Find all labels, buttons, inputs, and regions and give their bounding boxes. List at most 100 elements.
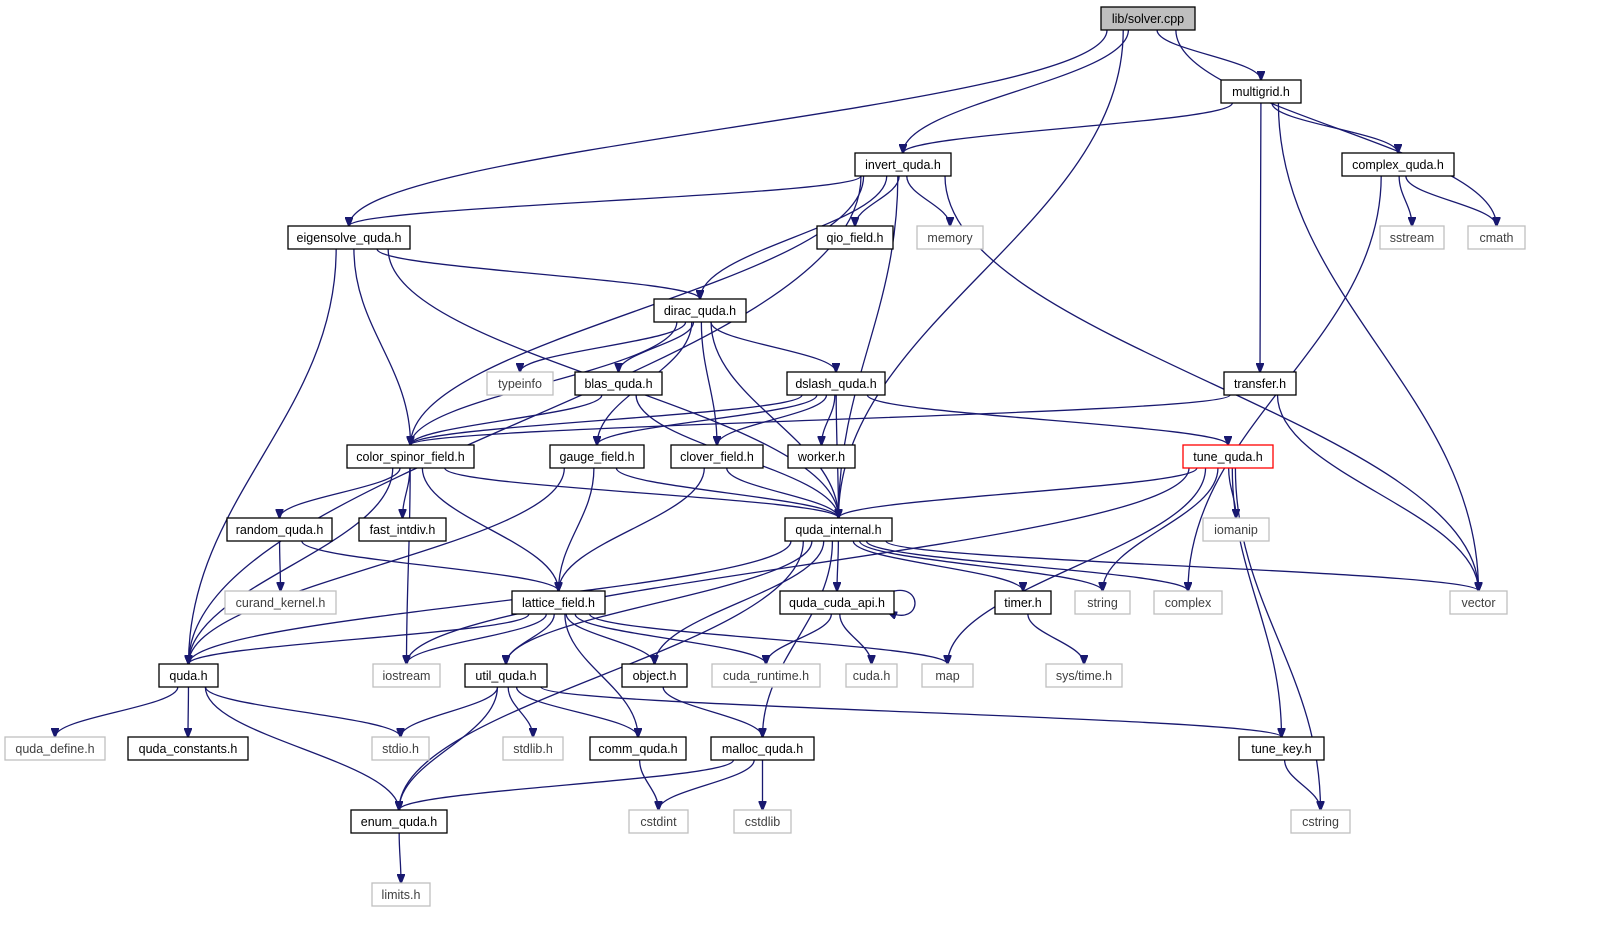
- edge-solver-to-multigrid: [1156, 29, 1261, 80]
- edge-util_quda-to-enum_quda: [399, 686, 499, 810]
- node-dslash-quda[interactable]: dslash_quda.h: [786, 371, 886, 396]
- edge-lattice_field-to-comm_quda: [564, 613, 638, 737]
- node-label: stdlib.h: [513, 742, 553, 756]
- node-box: [1100, 6, 1196, 31]
- edge-dirac_quda-to-clover_field: [700, 321, 717, 445]
- node-cmath: cmath: [1467, 225, 1526, 250]
- node-box: [1467, 225, 1526, 250]
- node-label: lib/solver.cpp: [1112, 12, 1184, 26]
- node-label: util_quda.h: [475, 669, 536, 683]
- node-label: timer.h: [1004, 596, 1042, 610]
- node-label: cuda.h: [853, 669, 891, 683]
- edge-eigensolve-to-dirac_quda: [376, 248, 700, 299]
- node-transfer[interactable]: transfer.h: [1223, 371, 1297, 396]
- node-fast-intdiv[interactable]: fast_intdiv.h: [358, 517, 447, 542]
- node-clover-field[interactable]: clover_field.h: [670, 444, 764, 469]
- node-label: object.h: [633, 669, 677, 683]
- node-eigensolve[interactable]: eigensolve_quda.h: [287, 225, 411, 250]
- edge-multigrid-to-invert_quda: [903, 102, 1234, 153]
- node-label: cmath: [1479, 231, 1513, 245]
- edge-random_quda-to-curand_kernel: [280, 540, 281, 591]
- edge-color_spinor-to-quda_internal: [444, 467, 839, 518]
- node-worker[interactable]: worker.h: [787, 444, 856, 469]
- node-multigrid[interactable]: multigrid.h: [1220, 79, 1302, 104]
- edge-transfer-to-vector: [1276, 394, 1478, 591]
- node-label: quda_cuda_api.h: [789, 596, 885, 610]
- node-malloc-quda[interactable]: malloc_quda.h: [710, 736, 815, 761]
- node-object[interactable]: object.h: [621, 663, 688, 688]
- edge-transfer-to-color_spinor: [411, 394, 1231, 445]
- node-comm-quda[interactable]: comm_quda.h: [589, 736, 687, 761]
- node-solver[interactable]: lib/solver.cpp: [1100, 6, 1196, 31]
- node-color-spinor[interactable]: color_spinor_field.h: [346, 444, 475, 469]
- node-complex-quda[interactable]: complex_quda.h: [1341, 152, 1455, 177]
- node-blas-quda[interactable]: blas_quda.h: [574, 371, 663, 396]
- node-box: [787, 444, 856, 469]
- node-sys-time: sys/time.h: [1045, 663, 1123, 688]
- node-box: [653, 298, 747, 323]
- edge-layer: [55, 29, 1497, 883]
- edge-tune_quda-to-tune_key: [1231, 467, 1281, 737]
- node-sstream: sstream: [1379, 225, 1445, 250]
- node-box: [628, 809, 689, 834]
- edge-multigrid-to-transfer: [1260, 102, 1261, 372]
- node-tune-key[interactable]: tune_key.h: [1238, 736, 1325, 761]
- node-quda-internal[interactable]: quda_internal.h: [784, 517, 893, 542]
- edge-invert_quda-to-quda: [189, 175, 862, 664]
- node-enum-quda[interactable]: enum_quda.h: [350, 809, 448, 834]
- node-label: string: [1087, 596, 1118, 610]
- node-limits: limits.h: [371, 882, 431, 907]
- edge-dirac_quda-to-dslash_quda: [710, 321, 836, 372]
- node-timer[interactable]: timer.h: [994, 590, 1052, 615]
- edge-clover_field-to-quda_internal: [726, 467, 839, 518]
- node-label: stdio.h: [382, 742, 419, 756]
- node-label: typeinfo: [498, 377, 542, 391]
- edge-dslash_quda-to-tune_quda: [866, 394, 1228, 445]
- edge-quda_internal-to-quda_cuda_api: [837, 540, 838, 591]
- edge-complex_quda-to-cmath: [1405, 175, 1497, 226]
- node-box: [464, 663, 548, 688]
- node-tune-quda[interactable]: tune_quda.h: [1182, 444, 1274, 469]
- node-random-quda[interactable]: random_quda.h: [226, 517, 333, 542]
- edge-multigrid-to-complex_quda: [1271, 102, 1398, 153]
- node-box: [1379, 225, 1445, 250]
- node-box: [371, 736, 430, 761]
- edge-lattice_field-to-cuda_runtime: [574, 613, 766, 664]
- edge-complex_quda-to-sstream: [1398, 175, 1412, 226]
- node-label: malloc_quda.h: [722, 742, 803, 756]
- edge-lattice_field-to-iostream: [407, 613, 547, 664]
- edge-dirac_quda-to-blas_quda: [619, 321, 695, 372]
- edge-invert_quda-to-memory: [906, 175, 950, 226]
- node-box: [711, 663, 821, 688]
- node-util-quda[interactable]: util_quda.h: [464, 663, 548, 688]
- node-label: quda_internal.h: [795, 523, 881, 537]
- node-quda[interactable]: quda.h: [158, 663, 219, 688]
- node-label: clover_field.h: [680, 450, 754, 464]
- node-quda-constants[interactable]: quda_constants.h: [127, 736, 249, 761]
- node-quda-cuda-api[interactable]: quda_cuda_api.h: [779, 590, 895, 615]
- node-box: [1238, 736, 1325, 761]
- node-gauge-field[interactable]: gauge_field.h: [549, 444, 645, 469]
- node-box: [670, 444, 764, 469]
- edge-comm_quda-to-cstdint: [638, 759, 659, 810]
- edge-quda-to-stdio: [204, 686, 400, 737]
- node-dirac-quda[interactable]: dirac_quda.h: [653, 298, 747, 323]
- node-lattice-field[interactable]: lattice_field.h: [511, 590, 606, 615]
- node-box: [994, 590, 1052, 615]
- edge-quda_internal-to-quda: [189, 540, 792, 664]
- node-box: [1074, 590, 1131, 615]
- node-qio-field[interactable]: qio_field.h: [816, 225, 894, 250]
- node-invert-quda[interactable]: invert_quda.h: [854, 152, 952, 177]
- edge-blas_quda-to-color_spinor: [411, 394, 603, 445]
- edge-quda-to-enum_quda: [204, 686, 399, 810]
- node-curand-kernel: curand_kernel.h: [224, 590, 337, 615]
- edge-tune_quda-to-quda_internal: [839, 467, 1198, 518]
- node-label: qio_field.h: [827, 231, 884, 245]
- node-vector: vector: [1449, 590, 1508, 615]
- node-box: [502, 736, 564, 761]
- edge-gauge_field-to-lattice_field: [559, 467, 595, 591]
- node-box: [486, 371, 554, 396]
- edge-malloc_quda-to-cstdint: [659, 759, 755, 810]
- edge-solver-to-invert_quda: [903, 29, 1130, 153]
